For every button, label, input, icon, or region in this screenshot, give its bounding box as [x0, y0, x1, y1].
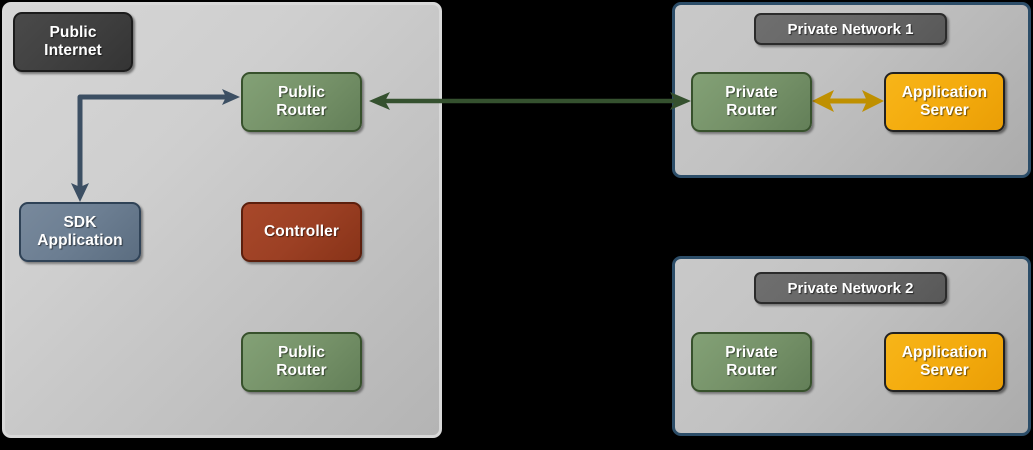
badge-private-network-1: Private Network 1: [754, 13, 947, 45]
badge-private-network-2: Private Network 2: [754, 272, 947, 304]
node-public-router-bottom-label: Public Router: [276, 343, 327, 379]
node-private-network-2-application-server[interactable]: Application Server: [884, 332, 1005, 392]
node-private-network-1-application-server-label: Application Server: [901, 83, 988, 119]
badge-private-network-1-label: Private Network 1: [787, 20, 914, 38]
node-public-router-bottom[interactable]: Public Router: [241, 332, 362, 392]
node-private-network-1-private-router[interactable]: Private Router: [691, 72, 812, 132]
node-controller[interactable]: Controller: [241, 202, 362, 262]
node-public-internet[interactable]: Public Internet: [13, 12, 133, 72]
node-private-network-2-private-router-label: Private Router: [725, 343, 778, 379]
node-controller-label: Controller: [263, 222, 340, 240]
node-public-router-top-label: Public Router: [276, 83, 327, 119]
node-private-network-2-application-server-label: Application Server: [901, 343, 988, 379]
node-private-network-2-private-router[interactable]: Private Router: [691, 332, 812, 392]
node-sdk-application-label: SDK Application: [37, 213, 123, 249]
node-public-router-top[interactable]: Public Router: [241, 72, 362, 132]
badge-private-network-2-label: Private Network 2: [787, 279, 914, 297]
node-public-internet-label: Public Internet: [44, 23, 102, 59]
node-private-network-1-private-router-label: Private Router: [725, 83, 778, 119]
node-sdk-application[interactable]: SDK Application: [19, 202, 141, 262]
node-private-network-1-application-server[interactable]: Application Server: [884, 72, 1005, 132]
